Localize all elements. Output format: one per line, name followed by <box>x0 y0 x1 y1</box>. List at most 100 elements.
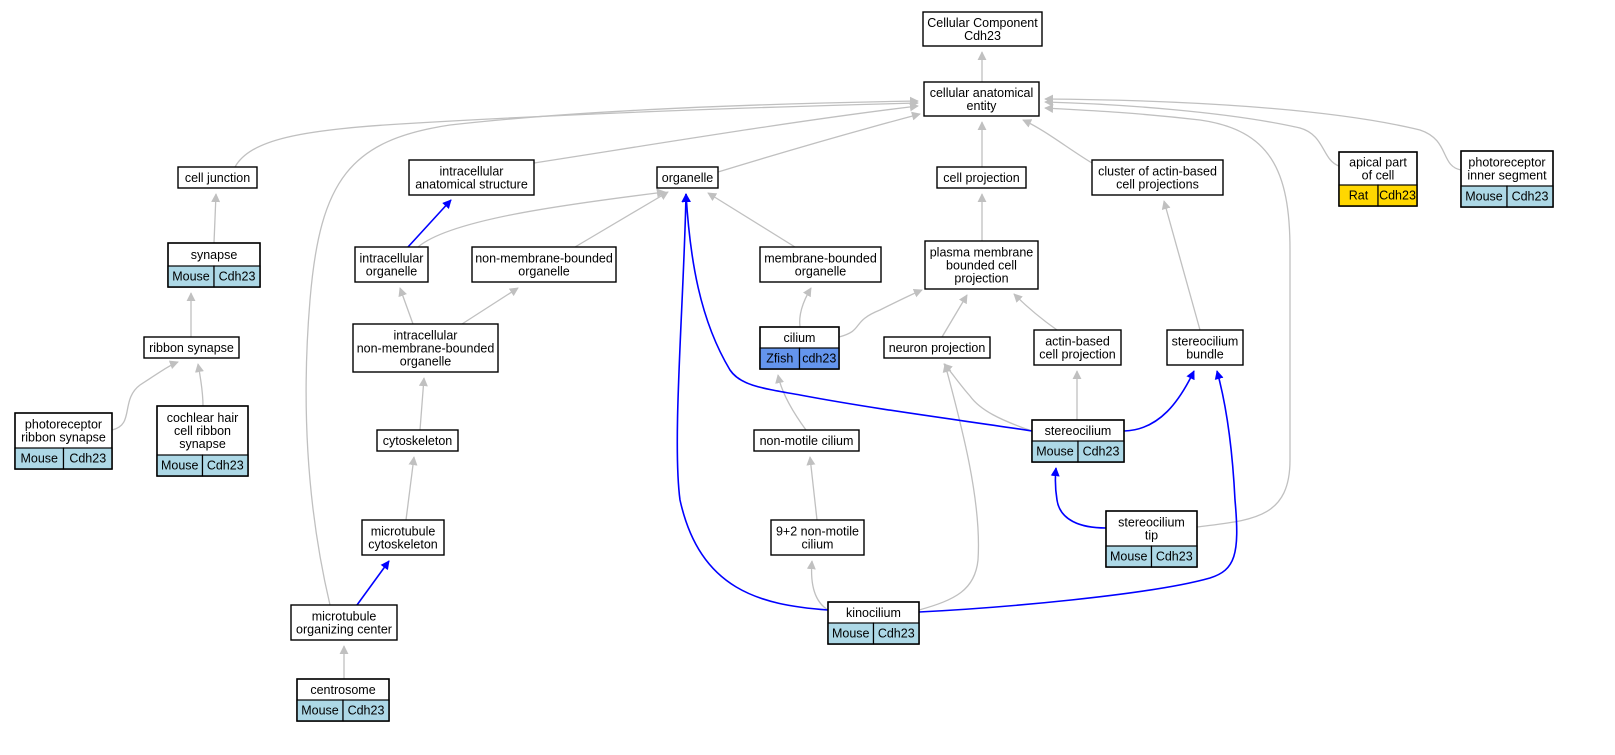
node-label: cell ribbon <box>174 424 231 438</box>
node-label: cell projections <box>1116 178 1199 192</box>
edge-stereocilium-to-neuron-projection <box>943 363 1033 432</box>
node-label: neuron projection <box>889 341 986 355</box>
node-label: membrane-bounded <box>764 252 877 266</box>
node-label: organizing center <box>296 623 392 637</box>
node-label: inner segment <box>1467 169 1547 183</box>
node-label: cytoskeleton <box>383 434 453 448</box>
node-cell-projection[interactable]: cell projection <box>936 166 1027 189</box>
gene-label: Cdh23 <box>207 459 244 473</box>
node-label: bundle <box>1186 348 1224 362</box>
edge-neuron-projection-to-plasma-membrane-projection <box>941 294 968 338</box>
edge-stereocilium-to-stereocilium-bundle <box>1123 370 1195 432</box>
node-box <box>759 246 882 283</box>
node-label: non-membrane-bounded <box>357 342 495 356</box>
node-organelle[interactable]: organelle <box>656 166 719 189</box>
node-non-motile-cilium[interactable]: non-motile cilium <box>753 429 860 452</box>
edge-nine-two-non-motile-cilium-to-non-motile-cilium <box>806 456 818 521</box>
node-neuron-projection[interactable]: neuron projection <box>883 336 991 359</box>
edge-cilium-to-plasma-membrane-projection <box>838 288 923 338</box>
edge-kinocilium-to-neuron-projection <box>918 363 980 611</box>
node-label: plasma membrane <box>930 246 1034 260</box>
node-box <box>922 11 1043 47</box>
species-label: Mouse <box>1036 445 1074 459</box>
node-box <box>143 336 240 359</box>
node-outline <box>1460 150 1554 208</box>
edge-stereocilium-tip-to-stereocilium <box>1050 467 1107 529</box>
edge-synapse-to-cell-junction <box>211 193 221 244</box>
edge-cell-junction-to-cellular-anatomical-entity <box>234 98 919 168</box>
node-box <box>936 166 1027 189</box>
node-label: ribbon synapse <box>21 431 106 445</box>
node-label: apical part <box>1349 156 1407 170</box>
node-label: synapse <box>179 437 226 451</box>
edge-microtubule-organizing-center-to-cellular-anatomical-entity <box>305 96 919 606</box>
species-label: Rat <box>1349 189 1369 203</box>
node-box <box>770 519 865 556</box>
species-label: Mouse <box>301 704 339 718</box>
node-label: organelle <box>662 171 713 185</box>
node-label: organelle <box>366 265 417 279</box>
node-label: bounded cell <box>946 259 1017 273</box>
node-cell-junction[interactable]: cell junction <box>177 166 258 189</box>
species-label: Mouse <box>172 270 210 284</box>
node-box <box>376 429 459 452</box>
species-label: Mouse <box>1110 550 1148 564</box>
node-label: synapse <box>191 248 238 262</box>
node-cytoskeleton[interactable]: cytoskeleton <box>376 429 459 452</box>
edge-intracellular-organelle-to-organelle <box>417 188 666 248</box>
node-label: cluster of actin-based <box>1098 165 1217 179</box>
edge-stereocilium-to-organelle <box>681 193 1033 432</box>
edge-actin-based-projection-to-plasma-membrane-projection <box>1013 293 1058 331</box>
gene-label: Cdh23 <box>1512 190 1549 204</box>
node-label: stereocilium <box>1172 335 1239 349</box>
node-box <box>177 166 258 189</box>
species-label: Mouse <box>832 627 870 641</box>
edge-cilium-to-membrane-bounded-organelle <box>799 287 812 328</box>
node-label: cell junction <box>185 171 250 185</box>
node-outline <box>167 242 261 288</box>
gene-label: Cdh23 <box>69 452 106 466</box>
gene-label: Cdh23 <box>1379 189 1416 203</box>
node-outline <box>827 601 920 645</box>
node-ribbon-synapse[interactable]: ribbon synapse <box>143 336 240 359</box>
node-label: centrosome <box>310 683 375 697</box>
edge-kinocilium-to-nine-two-non-motile-cilium <box>806 560 829 611</box>
gene-label: Cdh23 <box>878 627 915 641</box>
edge-photoreceptor-ribbon-synapse-to-ribbon-synapse <box>111 360 179 431</box>
node-intracellular-nmbo[interactable]: intracellularnon-membrane-boundedorganel… <box>352 323 499 373</box>
edge-photoreceptor-inner-segment-to-cellular-anatomical-entity <box>1044 94 1462 171</box>
node-box <box>352 323 499 373</box>
edge-kinocilium-to-stereocilium-bundle <box>918 370 1238 613</box>
node-outline <box>14 412 113 470</box>
node-label: anatomical structure <box>415 178 528 192</box>
node-label: stereocilium <box>1118 516 1185 530</box>
node-label: kinocilium <box>846 606 901 620</box>
node-label: organelle <box>518 265 569 279</box>
species-label: Mouse <box>1465 190 1503 204</box>
node-box <box>656 166 719 189</box>
